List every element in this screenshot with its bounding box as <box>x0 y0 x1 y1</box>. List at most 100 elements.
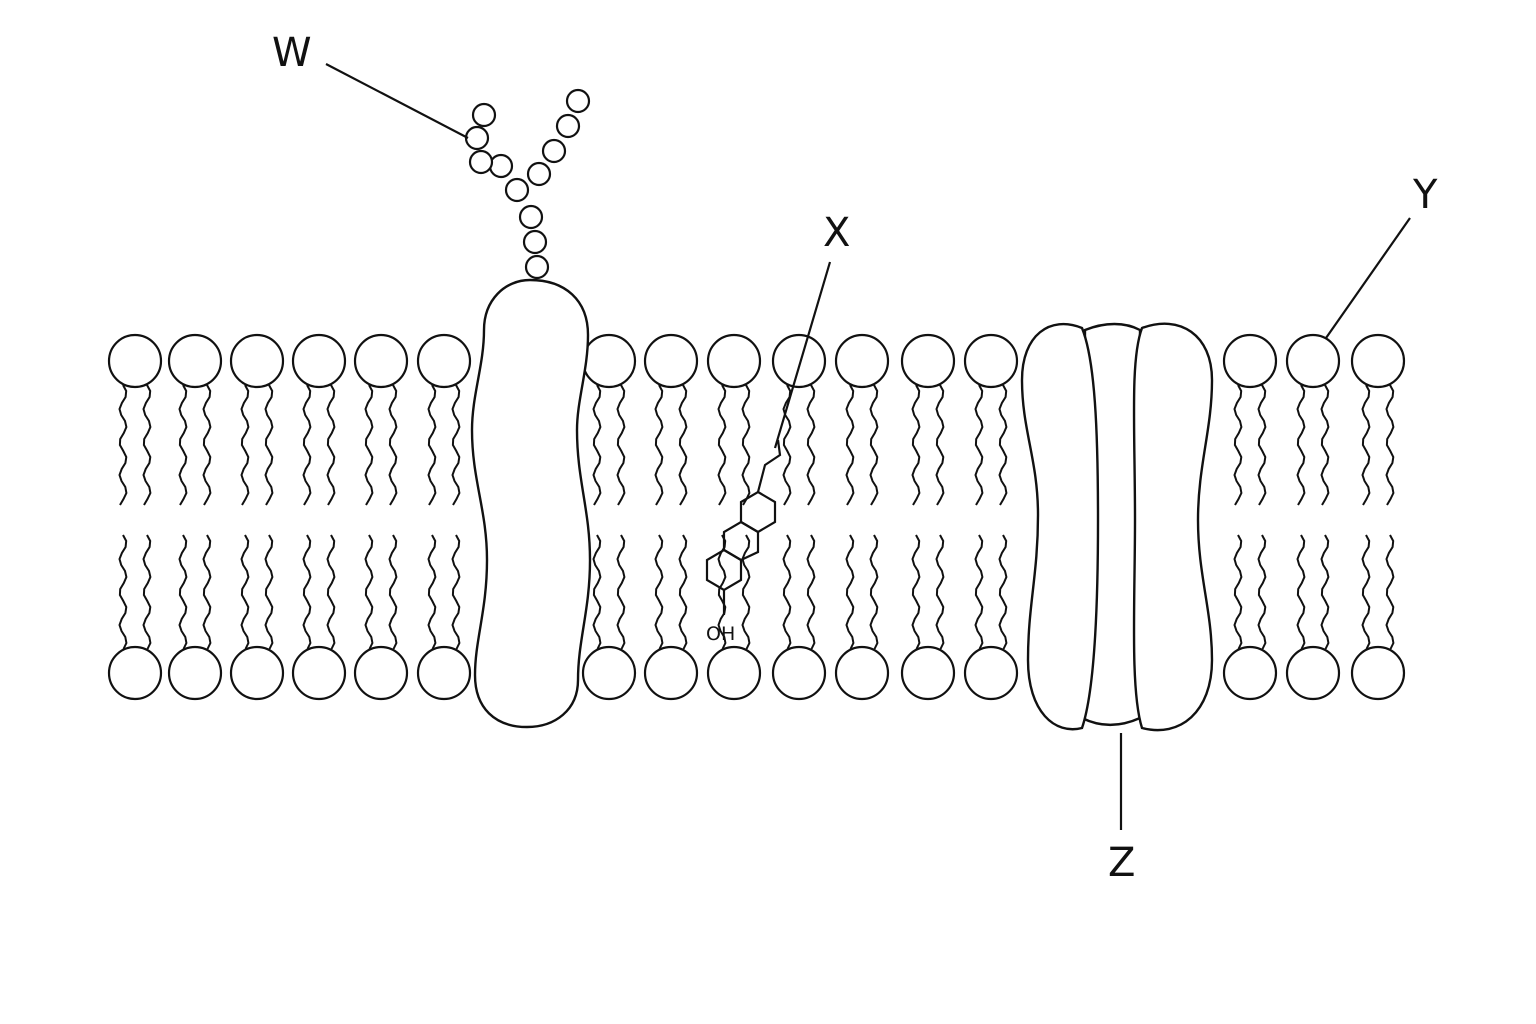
sugar-unit <box>488 153 514 179</box>
sugar-unit <box>468 149 494 175</box>
lipid-tail <box>202 534 212 650</box>
lipid-tail <box>678 534 688 650</box>
oh-group-label: OH <box>706 623 735 645</box>
phospholipid-head <box>107 333 163 389</box>
lipid-tail <box>845 384 855 506</box>
phospholipid-head <box>167 333 223 389</box>
phospholipid-head <box>167 645 223 701</box>
sugar-unit <box>524 254 550 280</box>
phospholipid-head <box>706 333 762 389</box>
lipid-tail <box>717 384 727 506</box>
phospholipid-head <box>771 333 827 389</box>
lipid-tail <box>592 534 602 650</box>
lipid-tail <box>998 384 1008 506</box>
lipid-tail <box>451 384 461 506</box>
phospholipid-head <box>771 645 827 701</box>
phospholipid-head <box>963 645 1019 701</box>
lipid-tail <box>142 384 152 506</box>
lipid-tail <box>741 534 751 650</box>
cholesterol-molecule: OH <box>705 439 782 645</box>
sugar-unit <box>464 125 490 151</box>
lipid-tail <box>302 384 312 506</box>
lipid-tail <box>264 384 274 506</box>
phospholipid-head <box>291 333 347 389</box>
phospholipid-head <box>643 645 699 701</box>
lipid-tail <box>998 534 1008 650</box>
lipid-tail <box>1361 384 1371 506</box>
lipid-tail <box>654 384 664 506</box>
lipid-tail <box>869 534 879 650</box>
lipid-tail <box>845 534 855 650</box>
lipid-tail <box>911 534 921 650</box>
phospholipid-head <box>229 333 285 389</box>
glycoprotein <box>470 278 592 729</box>
sugar-unit <box>471 102 497 128</box>
lipid-tail <box>118 534 128 650</box>
phospholipid-head <box>1285 645 1341 701</box>
phospholipid-head <box>229 645 285 701</box>
phospholipid-head <box>900 333 956 389</box>
phospholipid-head <box>581 333 637 389</box>
lipid-tail <box>806 384 816 506</box>
lipid-tail <box>451 534 461 650</box>
lipid-tail <box>364 534 374 650</box>
lipid-tail <box>1257 534 1267 650</box>
lipid-tail <box>427 384 437 506</box>
label-x: X <box>823 210 850 256</box>
lipid-tail <box>240 384 250 506</box>
lipid-tail <box>974 384 984 506</box>
lipid-tail <box>240 534 250 650</box>
lipid-tail <box>616 384 626 506</box>
lipid-tail <box>678 384 688 506</box>
phospholipid-head <box>1350 645 1406 701</box>
lipid-tail <box>654 534 664 650</box>
sugar-unit <box>555 113 581 139</box>
lipid-tail <box>202 384 212 506</box>
lipid-tail <box>427 534 437 650</box>
lipid-tail <box>1385 384 1395 506</box>
phospholipid-head <box>643 333 699 389</box>
phospholipid-bilayer <box>107 333 1406 701</box>
lipid-tail <box>388 534 398 650</box>
lipid-tail <box>1385 534 1395 650</box>
phospholipid-head <box>353 333 409 389</box>
lipid-tail <box>1361 534 1371 650</box>
lipid-tail <box>178 384 188 506</box>
phospholipid-head <box>1222 645 1278 701</box>
channel-protein <box>1020 322 1214 732</box>
lipid-tail <box>616 534 626 650</box>
lipid-tail <box>326 384 336 506</box>
leader-line-x <box>773 261 832 449</box>
lipid-tail <box>592 384 602 506</box>
lipid-tail <box>974 534 984 650</box>
lipid-tail <box>178 534 188 650</box>
lipid-tail <box>1233 534 1243 650</box>
lipid-tail <box>142 534 152 650</box>
lipid-tail <box>364 384 374 506</box>
lipid-tail <box>1233 384 1243 506</box>
label-w: W <box>272 30 312 76</box>
sugar-unit <box>522 229 548 255</box>
lipid-tail <box>1296 534 1306 650</box>
lipid-tail <box>782 534 792 650</box>
leader-line-w <box>325 63 469 139</box>
lipid-tail <box>935 384 945 506</box>
phospholipid-head <box>834 645 890 701</box>
lipid-tail <box>782 384 792 506</box>
phospholipid-head <box>1285 333 1341 389</box>
phospholipid-head <box>107 645 163 701</box>
lipid-tail <box>302 534 312 650</box>
sugar-unit <box>504 177 530 203</box>
lipid-tail <box>118 384 128 506</box>
lipid-tail <box>388 384 398 506</box>
lipid-tail <box>264 534 274 650</box>
label-y: Y <box>1412 172 1438 218</box>
phospholipid-head <box>706 645 762 701</box>
phospholipid-head <box>963 333 1019 389</box>
lipid-tail <box>1257 384 1267 506</box>
lipid-tail <box>1320 384 1330 506</box>
lipid-tail <box>935 534 945 650</box>
phospholipid-head <box>1222 333 1278 389</box>
lipid-tail <box>806 534 816 650</box>
